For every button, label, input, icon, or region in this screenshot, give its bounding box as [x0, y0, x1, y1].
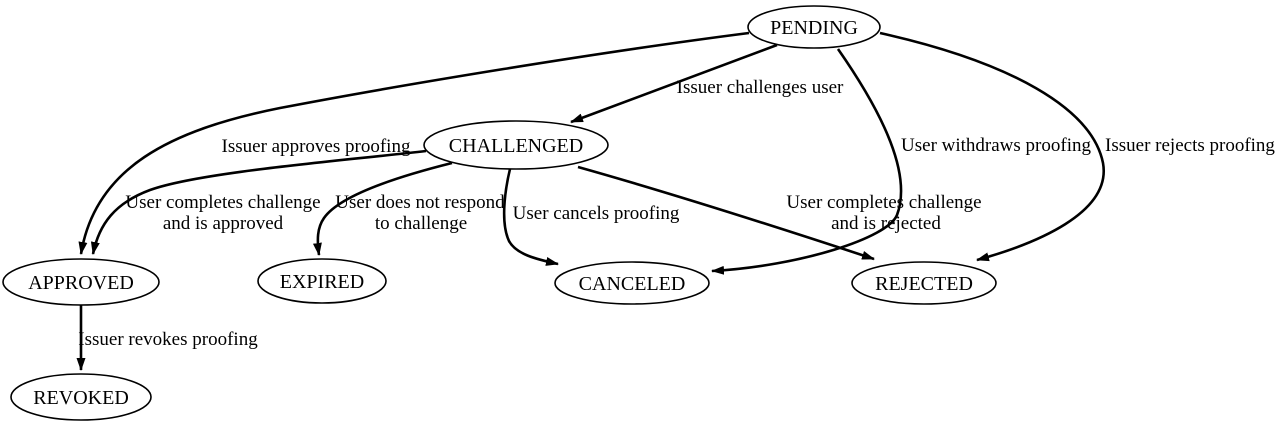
- node-approved: APPROVED: [2, 258, 160, 306]
- edge-label-issuer-revokes-proofing: Issuer revokes proofing: [78, 329, 258, 350]
- edge-label-user-no-respond-line1: User does not respond: [335, 192, 505, 213]
- node-challenged-label: CHALLENGED: [449, 135, 583, 157]
- node-revoked-shape: [10, 373, 152, 421]
- edge-label-user-withdraws-proofing: User withdraws proofing: [901, 135, 1091, 156]
- nodes-layer: PENDING CHALLENGED APPROVED EXPIRED CANC…: [2, 5, 997, 421]
- edge-pending-challenged: [570, 43, 778, 124]
- edge-label-user-completes-rejected-line1: User completes challenge: [786, 192, 981, 213]
- edge-label-issuer-approves-proofing: Issuer approves proofing: [222, 136, 411, 157]
- edge-label-user-completes-approved-line1: User completes challenge: [125, 192, 320, 213]
- node-rejected-label: REJECTED: [875, 273, 973, 295]
- edge-labels-layer: Issuer challenges user Issuer approves p…: [78, 77, 1275, 350]
- node-pending-label: PENDING: [770, 17, 858, 39]
- edge-challenged-approved: [90, 149, 427, 255]
- edge-pending-canceled: [711, 48, 903, 275]
- edge-label-user-cancels-proofing: User cancels proofing: [513, 203, 680, 224]
- node-rejected: REJECTED: [851, 261, 997, 305]
- edge-label-user-no-respond-line2: to challenge: [375, 213, 467, 234]
- node-expired: EXPIRED: [257, 258, 387, 304]
- node-expired-label: EXPIRED: [280, 271, 364, 293]
- node-pending: PENDING: [747, 5, 881, 49]
- node-canceled-shape: [554, 261, 710, 305]
- node-revoked: REVOKED: [10, 373, 152, 421]
- edge-challenged-expired: [312, 161, 453, 256]
- node-approved-label: APPROVED: [28, 272, 134, 294]
- node-challenged-shape: [423, 120, 609, 170]
- node-expired-shape: [257, 258, 387, 304]
- node-pending-shape: [747, 5, 881, 49]
- edge-label-user-completes-approved-line2: and is approved: [163, 213, 284, 234]
- edge-label-issuer-challenges-user: Issuer challenges user: [677, 77, 844, 98]
- edge-pending-rejected: [879, 31, 1105, 262]
- edge-pending-approved: [78, 31, 750, 255]
- node-challenged: CHALLENGED: [423, 120, 609, 170]
- edges-layer: [76, 31, 1105, 371]
- node-approved-shape: [2, 258, 160, 306]
- edge-label-issuer-rejects-proofing: Issuer rejects proofing: [1105, 135, 1275, 156]
- node-canceled: CANCELED: [554, 261, 710, 305]
- edge-challenged-rejected: [577, 165, 875, 261]
- node-canceled-label: CANCELED: [579, 273, 686, 295]
- edge-challenged-canceled: [502, 168, 559, 266]
- node-revoked-label: REVOKED: [33, 387, 129, 409]
- edge-label-user-completes-rejected-line2: and is rejected: [831, 213, 941, 234]
- node-rejected-shape: [851, 261, 997, 305]
